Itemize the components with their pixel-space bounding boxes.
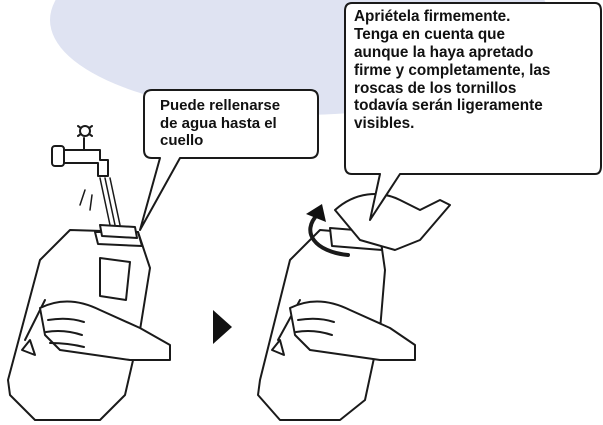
callout-text-tighten: Apriételа firmemente. Tenga en cuenta qu… bbox=[354, 8, 551, 133]
next-step-arrow-icon bbox=[213, 310, 232, 344]
callout-bubble-left bbox=[139, 89, 319, 231]
faucet-icon bbox=[51, 125, 109, 177]
step-fill-water bbox=[7, 89, 319, 421]
hands-right bbox=[289, 193, 451, 361]
water-stream-icon bbox=[79, 177, 121, 226]
rotate-arrow-icon bbox=[306, 204, 350, 257]
callout-bubble-right bbox=[344, 2, 602, 221]
callout-text-fill: Puede rellenarse de agua hasta el cuello bbox=[160, 97, 281, 150]
step-tighten-cap bbox=[257, 2, 602, 421]
hand bbox=[39, 300, 171, 361]
